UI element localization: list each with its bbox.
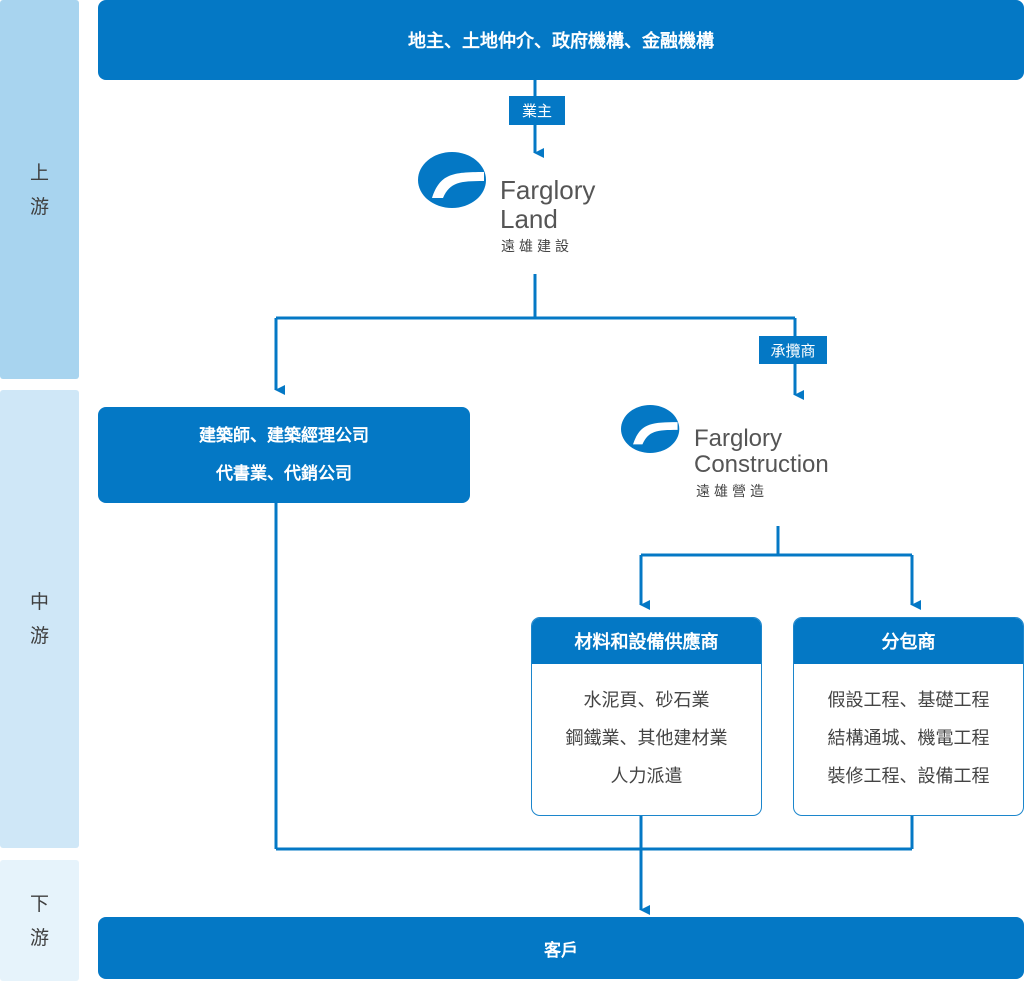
stage-char: 中 xyxy=(29,591,49,613)
stage-downstream: 下 游 xyxy=(0,860,79,981)
architects-box: 建築師、建築經理公司 代書業、代銷公司 xyxy=(98,407,470,503)
subcontractors-item: 裝修工程、設備工程 xyxy=(827,766,990,787)
farglory-construction-logo: Farglory Construction 遠雄營造 xyxy=(620,405,870,505)
farglory-land-logo: Farglory Land 遠雄建設 xyxy=(418,152,638,262)
stage-char: 游 xyxy=(29,625,49,647)
contractor-tag: 承攬商 xyxy=(759,336,827,364)
subcontractors-card-title: 分包商 xyxy=(794,618,1023,664)
architects-line2: 代書業、代銷公司 xyxy=(216,464,352,484)
stakeholders-text: 地主、土地仲介、政府機構、金融機構 xyxy=(408,31,714,52)
farglory-logo-icon xyxy=(621,405,680,453)
construction-chinese-name: 遠雄營造 xyxy=(696,484,768,500)
materials-suppliers-card: 材料和設備供應商 水泥頁、砂石業 鋼鐵業、其他建材業 人力派遣 xyxy=(531,617,762,816)
subcontractors-item: 結構通城、機電工程 xyxy=(827,728,990,749)
stakeholders-bar: 地主、土地仲介、政府機構、金融機構 xyxy=(98,0,1024,80)
architects-line1: 建築師、建築經理公司 xyxy=(199,426,369,446)
land-name-line1: Farglory xyxy=(500,175,596,205)
materials-card-list: 水泥頁、砂石業 鋼鐵業、其他建材業 人力派遣 xyxy=(532,664,761,796)
materials-card-title: 材料和設備供應商 xyxy=(532,618,761,664)
land-chinese-name: 遠雄建設 xyxy=(501,239,573,255)
customer-bar: 客戶 xyxy=(98,917,1024,979)
subcontractors-card-list: 假設工程、基礎工程 結構通城、機電工程 裝修工程、設備工程 xyxy=(794,664,1023,796)
construction-name-line2: Construction xyxy=(694,451,829,478)
materials-item: 鋼鐵業、其他建材業 xyxy=(565,728,728,749)
subcontractors-item: 假設工程、基礎工程 xyxy=(827,690,990,711)
stage-upstream: 上 游 xyxy=(0,0,79,379)
contractor-tag-text: 承攬商 xyxy=(770,341,816,360)
construction-name-line1: Farglory xyxy=(694,425,783,452)
owner-tag-text: 業主 xyxy=(521,102,552,120)
stage-char: 下 xyxy=(29,892,49,915)
land-name-line2: Land xyxy=(500,204,558,234)
farglory-logo-icon xyxy=(418,152,486,208)
stage-char: 上 xyxy=(29,161,49,184)
stage-char: 游 xyxy=(29,926,49,949)
owner-tag: 業主 xyxy=(509,96,565,125)
stage-char: 游 xyxy=(29,195,49,218)
materials-item: 水泥頁、砂石業 xyxy=(583,690,710,711)
materials-item: 人力派遣 xyxy=(610,766,683,787)
customer-text: 客戶 xyxy=(544,940,578,961)
stage-midstream: 中 游 xyxy=(0,390,79,848)
subcontractors-card: 分包商 假設工程、基礎工程 結構通城、機電工程 裝修工程、設備工程 xyxy=(793,617,1024,816)
